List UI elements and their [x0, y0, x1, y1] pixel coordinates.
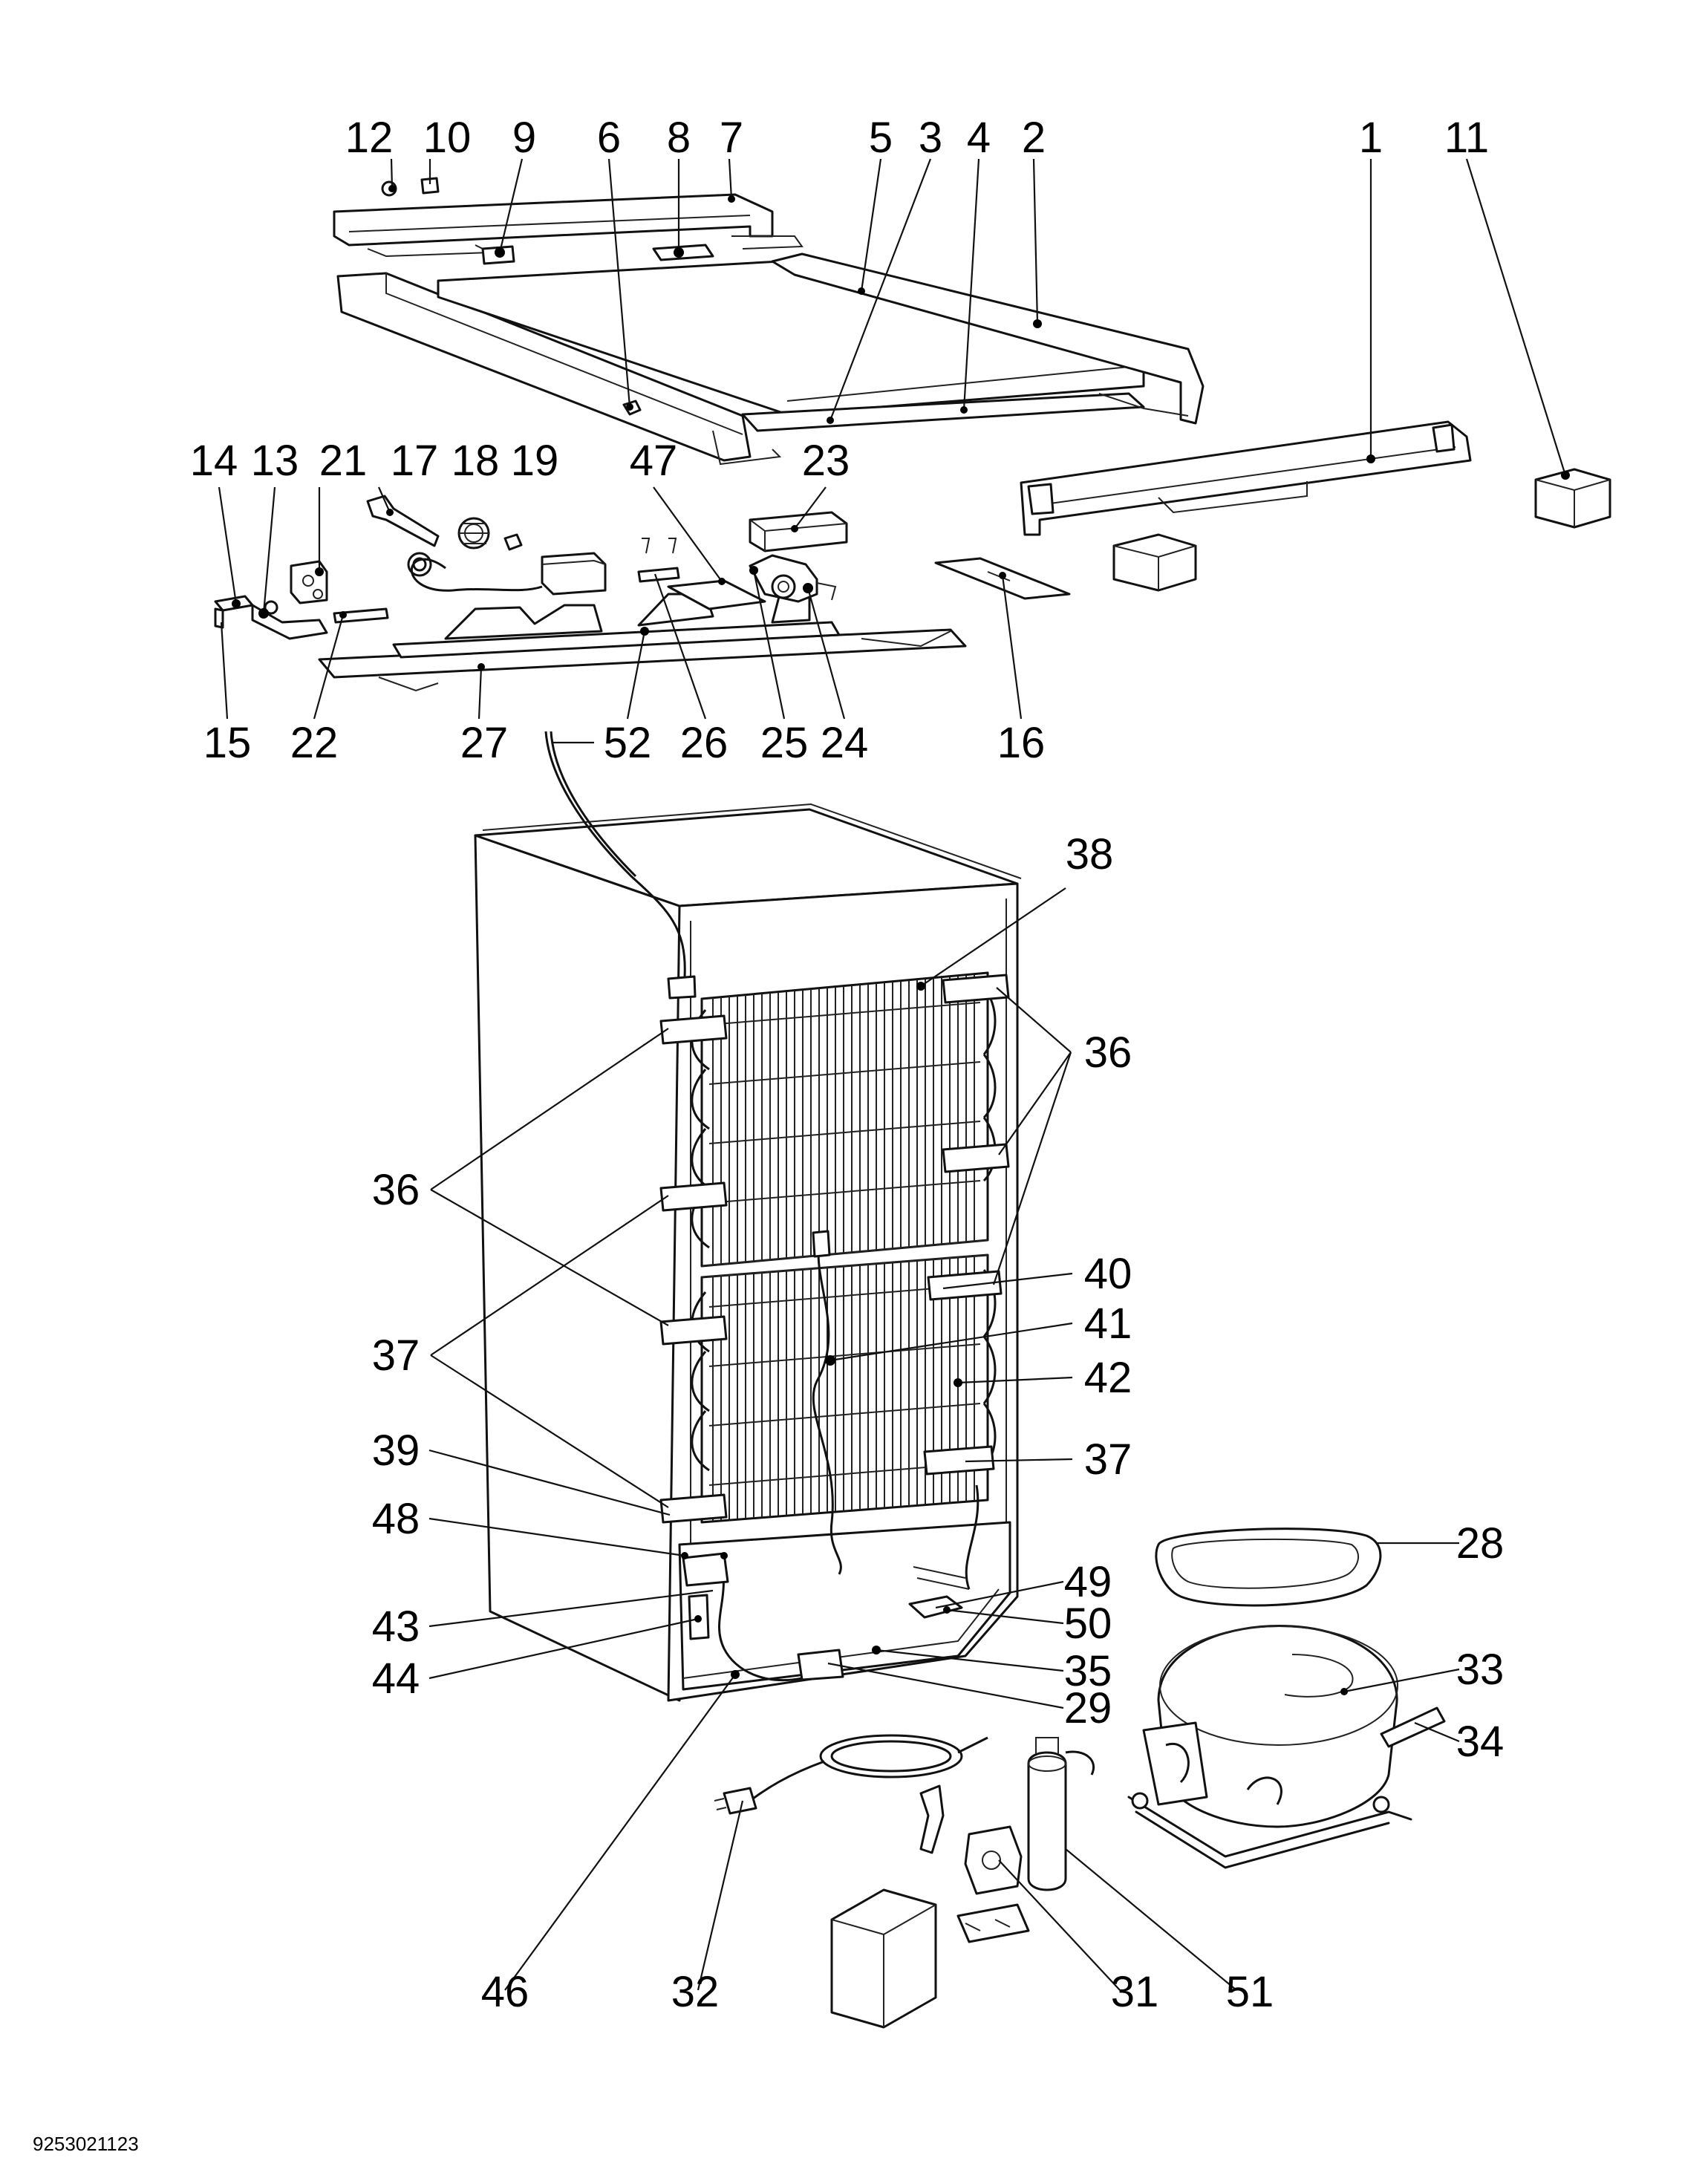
callout-24: 24 [821, 719, 869, 767]
callout-46: 46 [481, 1968, 529, 2016]
callout-52: 52 [604, 719, 652, 767]
callout-10: 10 [423, 114, 472, 162]
callout-37-left: 37 [372, 1331, 420, 1380]
callout-29: 29 [1064, 1684, 1112, 1732]
callout-6: 6 [597, 114, 621, 162]
callout-2: 2 [1022, 114, 1046, 162]
rear-top-strip [1020, 420, 1472, 592]
callout-1: 1 [1359, 114, 1383, 162]
callout-48: 48 [372, 1495, 420, 1543]
callout-28: 28 [1456, 1519, 1505, 1568]
callout-21: 21 [319, 437, 368, 485]
power-cord [714, 1734, 988, 1815]
callout-18: 18 [452, 437, 500, 485]
callout-36-right: 36 [1084, 1028, 1132, 1077]
drip-tray [1155, 1527, 1382, 1607]
callout-11: 11 [1444, 114, 1489, 162]
callout-13: 13 [251, 437, 299, 485]
leader-lines [218, 158, 1567, 1991]
callout-7: 7 [720, 114, 743, 162]
callout-50: 50 [1064, 1600, 1112, 1648]
callout-34: 34 [1456, 1718, 1505, 1766]
callout-12: 12 [345, 114, 394, 162]
callout-44: 44 [372, 1654, 420, 1703]
callout-26: 26 [680, 719, 728, 767]
callout-16: 16 [997, 719, 1046, 767]
document-id: 9253021123 [33, 2133, 139, 2155]
callout-32: 32 [671, 1968, 720, 2016]
callout-23: 23 [802, 437, 850, 485]
callout-38: 38 [1066, 830, 1114, 878]
callout-8: 8 [667, 114, 691, 162]
callout-14: 14 [190, 437, 238, 485]
callout-22: 22 [290, 719, 339, 767]
compressor [1127, 1625, 1446, 1869]
callout-19: 19 [511, 437, 559, 485]
callout-40: 40 [1084, 1250, 1132, 1298]
top-cover-assembly [333, 177, 1205, 466]
callout-27: 27 [460, 719, 509, 767]
control-assembly [214, 495, 1071, 692]
callout-33: 33 [1456, 1646, 1505, 1694]
callout-43: 43 [372, 1602, 420, 1651]
callout-31: 31 [1111, 1968, 1159, 2016]
callout-49: 49 [1064, 1558, 1112, 1606]
callout-35: 35 [1064, 1647, 1112, 1695]
callout-3: 3 [919, 114, 942, 162]
condenser-upper [691, 971, 997, 1268]
callout-15: 15 [203, 719, 252, 767]
cabinet-body [474, 731, 1022, 1702]
callout-42: 42 [1084, 1354, 1132, 1402]
callout-47: 47 [630, 437, 678, 485]
callout-51: 51 [1226, 1968, 1274, 2016]
filter-drier [1027, 1737, 1095, 1891]
callout-41: 41 [1084, 1300, 1132, 1348]
callout-9: 9 [512, 114, 536, 162]
callout-25: 25 [760, 719, 809, 767]
callout-36-left: 36 [372, 1166, 420, 1214]
relay-and-cover [830, 1784, 1030, 2029]
item-11-box [1534, 468, 1611, 529]
callout-5: 5 [869, 114, 893, 162]
callout-4: 4 [967, 114, 991, 162]
callout-39: 39 [372, 1427, 420, 1475]
anchor-dots [232, 185, 1570, 1695]
callout-37-right: 37 [1084, 1435, 1132, 1484]
callout-labels: 1 2 3 4 5 6 7 8 9 10 11 12 13 14 15 16 1… [190, 114, 1505, 2016]
callout-17: 17 [391, 437, 439, 485]
